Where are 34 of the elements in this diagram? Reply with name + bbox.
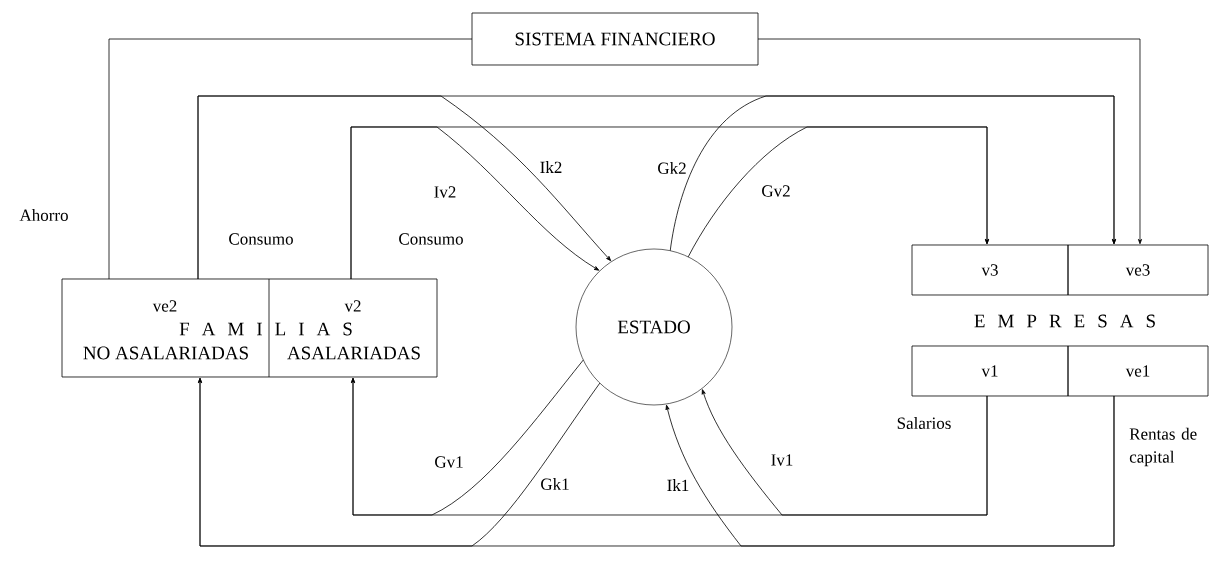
- cell-text: ASALARIADAS: [287, 346, 420, 360]
- arrow: [757, 38, 1142, 245]
- edge-label: Iv2: [432, 185, 458, 199]
- edge-label: Gv1: [433, 455, 465, 469]
- edge-label: Consumo: [227, 232, 295, 246]
- arrow: [198, 377, 601, 547]
- edge-label: Salarios: [895, 416, 953, 430]
- edge-label: Ik1: [665, 478, 691, 492]
- edge-label: Gv2: [760, 184, 792, 198]
- arrow: [687, 126, 989, 258]
- labeled-box: v1: [911, 345, 1069, 397]
- arrow: [197, 95, 612, 280]
- cell-text: NO ASALARIADAS: [83, 346, 248, 360]
- circle-node: ESTADO: [575, 248, 733, 406]
- labeled-box: SISTEMA FINANCIERO: [471, 12, 759, 66]
- edge-label: Rentas de capital: [1129, 427, 1197, 467]
- heading: F A M I L I A S: [179, 322, 352, 336]
- labeled-box: ve3: [1067, 244, 1209, 296]
- edge-label: Gk1: [539, 477, 571, 491]
- edge-label: Iv1: [769, 453, 795, 467]
- edge-label: Ahorro: [18, 208, 70, 222]
- arrow: [665, 395, 1115, 547]
- arrow: [350, 126, 600, 280]
- labeled-box: v3: [911, 244, 1069, 296]
- labeled-box: ve1: [1067, 345, 1209, 397]
- arrow: [701, 389, 988, 516]
- edge-label: Gk2: [656, 161, 688, 175]
- cell-label: ve2: [152, 300, 177, 312]
- cell-label: v2: [344, 300, 361, 312]
- edge-label: Ik2: [538, 160, 564, 174]
- arrow: [351, 359, 584, 516]
- group-label: E M P R E S A S: [974, 314, 1155, 328]
- edge-label: Consumo: [397, 232, 465, 246]
- arrow: [669, 95, 1116, 252]
